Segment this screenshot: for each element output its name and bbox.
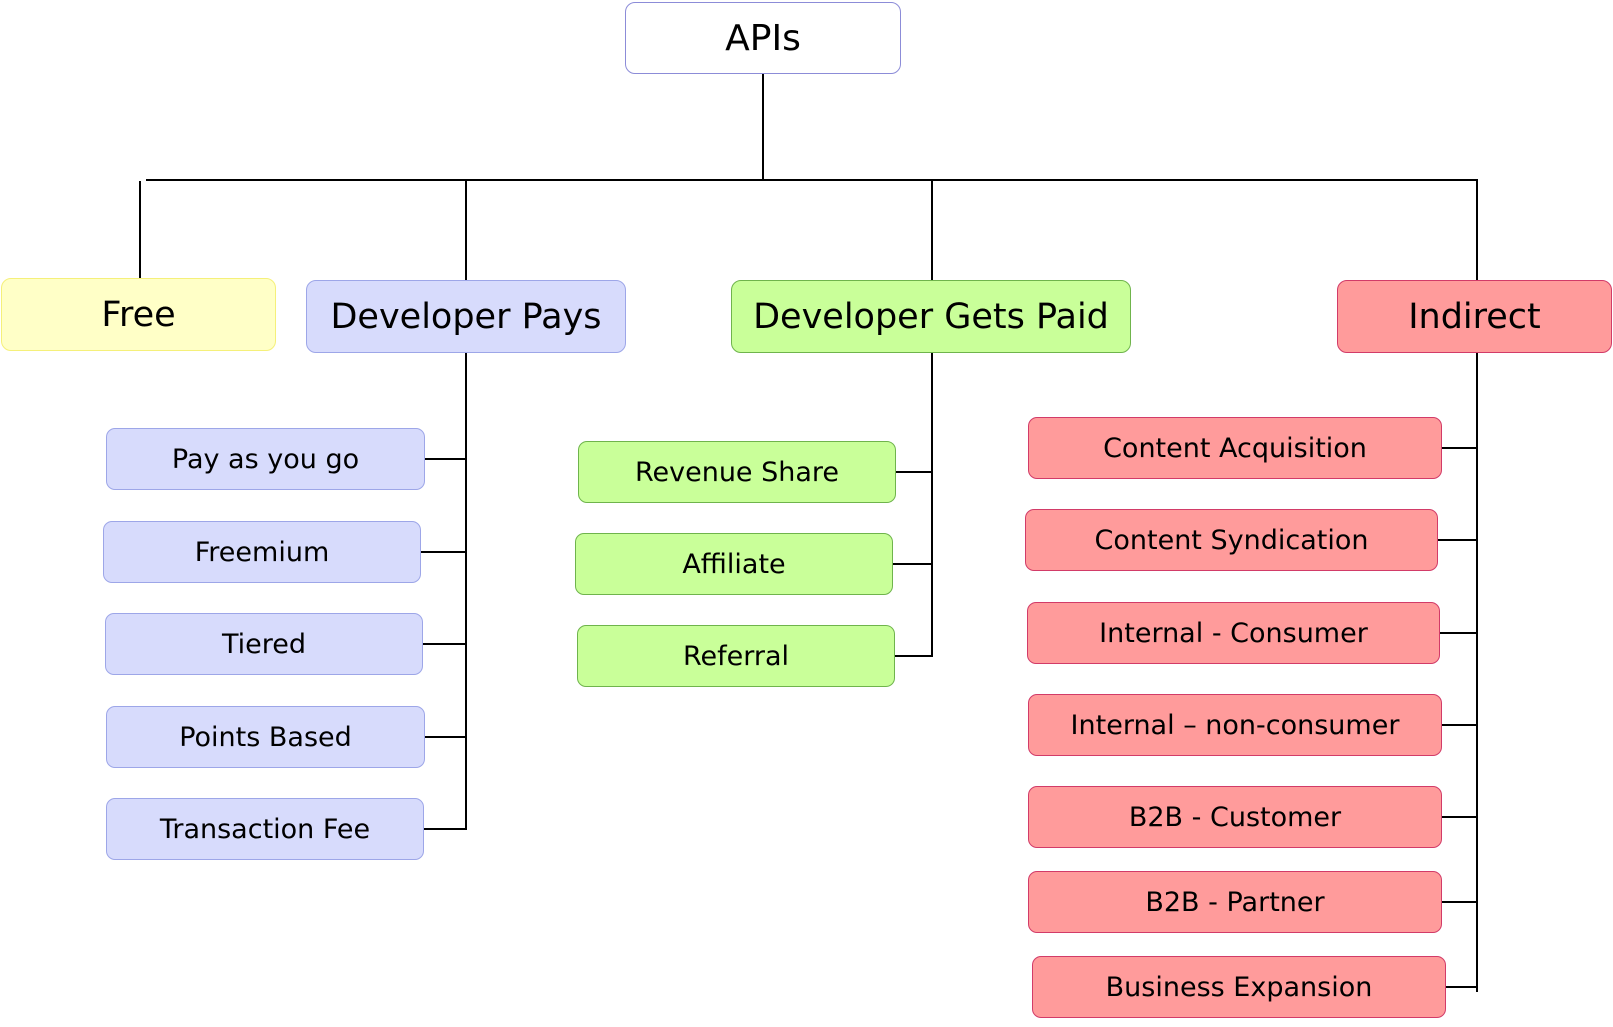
- connector-developer-gets-paid-spine: [931, 352, 933, 657]
- leaf-node-b2b-customer: B2B - Customer: [1028, 786, 1442, 848]
- leaf-node-referral: Referral: [577, 625, 895, 687]
- leaf-node-pay-as-you-go: Pay as you go: [106, 428, 425, 490]
- leaf-node-affiliate: Affiliate: [575, 533, 893, 595]
- connector-revenue-share: [896, 471, 933, 473]
- connector-developer-pays-spine: [465, 352, 467, 830]
- leaf-node-business-expansion: Business Expansion: [1032, 956, 1446, 1018]
- category-node-indirect: Indirect: [1337, 280, 1612, 353]
- category-node-free: Free: [1, 278, 276, 351]
- leaf-node-internal-consumer: Internal - Consumer: [1027, 602, 1440, 664]
- connector-b2b-customer: [1442, 816, 1478, 818]
- connector-internal-non-consumer: [1442, 724, 1478, 726]
- connector-indirect-spine: [1476, 352, 1478, 992]
- connector-developer-gets-paid-drop: [931, 181, 933, 280]
- leaf-node-b2b-partner: B2B - Partner: [1028, 871, 1442, 933]
- connector-root-down: [762, 74, 764, 180]
- root-node-apis: APIs: [625, 2, 901, 74]
- connector-tiered: [423, 643, 467, 645]
- connector-business-expansion: [1446, 986, 1478, 988]
- leaf-node-internal-non-consumer: Internal – non-consumer: [1028, 694, 1442, 756]
- leaf-node-points-based: Points Based: [106, 706, 425, 768]
- connector-indirect-drop: [1476, 179, 1478, 280]
- connector-free-drop: [139, 181, 141, 280]
- connector-top-bus: [146, 179, 1478, 181]
- category-node-developer-gets-paid: Developer Gets Paid: [731, 280, 1131, 353]
- connector-pay-as-you-go: [425, 458, 467, 460]
- connector-freemium: [421, 551, 467, 553]
- leaf-node-content-syndication: Content Syndication: [1025, 509, 1438, 571]
- leaf-node-freemium: Freemium: [103, 521, 421, 583]
- connector-content-syndication: [1438, 539, 1478, 541]
- leaf-node-tiered: Tiered: [105, 613, 423, 675]
- connector-affiliate: [893, 563, 933, 565]
- leaf-node-content-acquisition: Content Acquisition: [1028, 417, 1442, 479]
- connector-referral: [895, 655, 933, 657]
- leaf-node-revenue-share: Revenue Share: [578, 441, 896, 503]
- connector-b2b-partner: [1442, 901, 1478, 903]
- connector-developer-pays-drop: [465, 181, 467, 280]
- connector-content-acquisition: [1442, 447, 1478, 449]
- leaf-node-transaction-fee: Transaction Fee: [106, 798, 424, 860]
- connector-points-based: [425, 736, 467, 738]
- connector-transaction-fee: [424, 828, 467, 830]
- connector-internal-consumer: [1440, 632, 1478, 634]
- category-node-developer-pays: Developer Pays: [306, 280, 626, 353]
